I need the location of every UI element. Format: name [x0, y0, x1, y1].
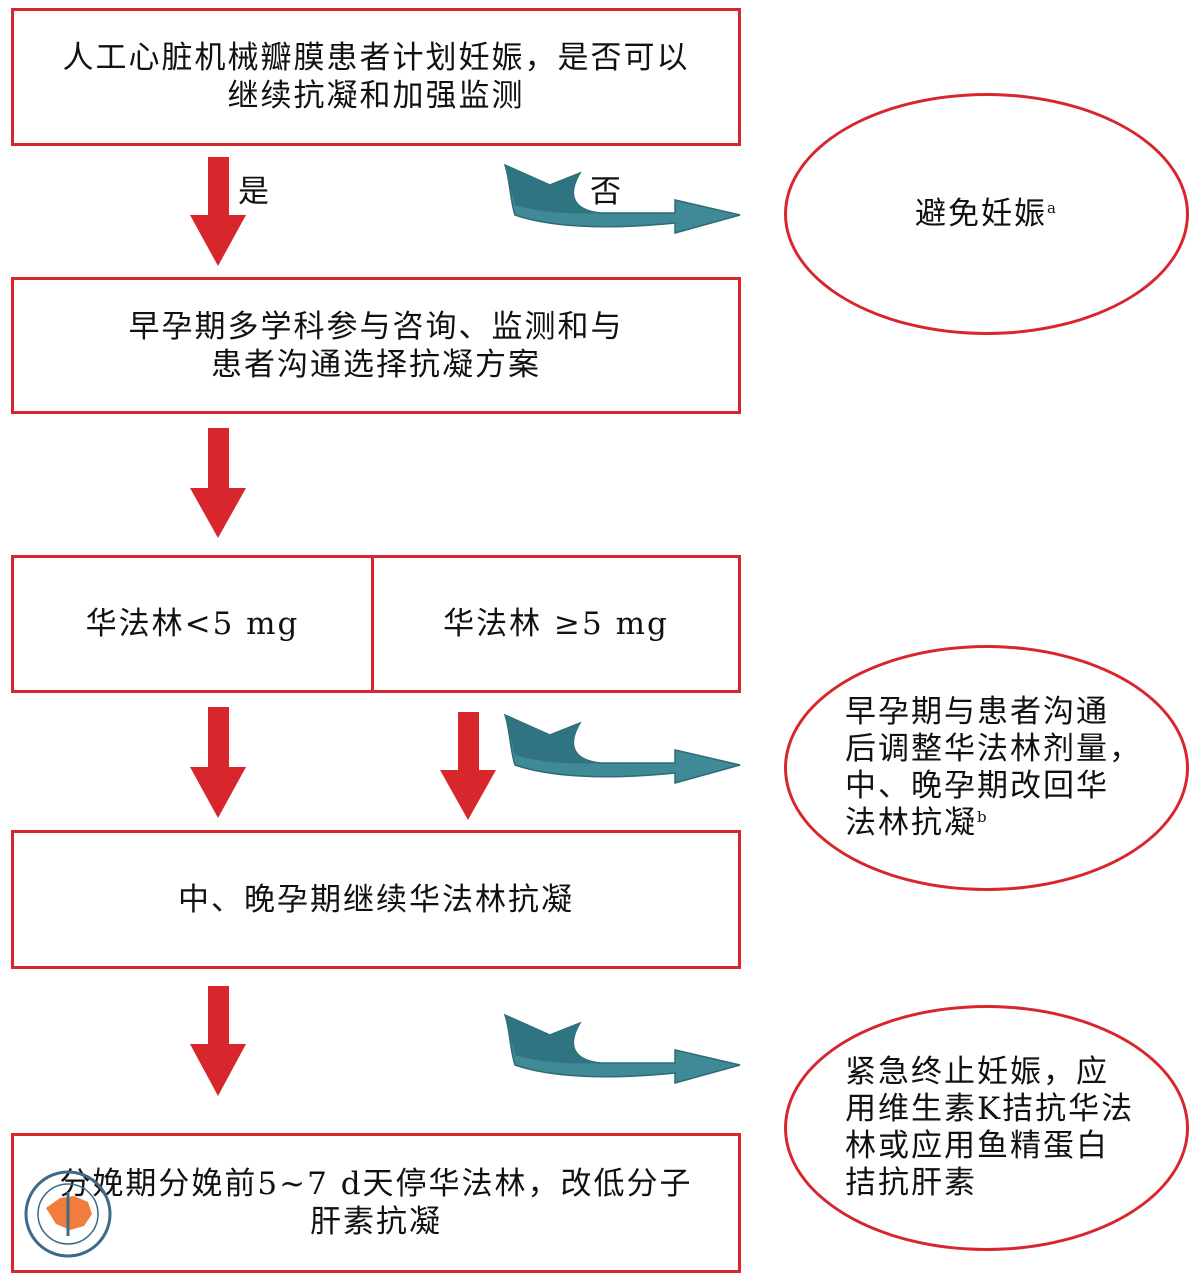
- cma-logo-watermark: [24, 1170, 112, 1258]
- box-warfarin-low: 华法林<5 mg: [11, 555, 374, 693]
- ellipse-text: 用维生素K拮抗华法: [845, 1091, 1135, 1127]
- label-yes: 是: [238, 174, 269, 210]
- box-text: 人工心脏机械瓣膜患者计划妊娠，是否可以: [62, 40, 690, 76]
- box-text: 患者沟通选择抗凝方案: [211, 346, 541, 383]
- red-arrow-3: [190, 707, 246, 818]
- red-arrow-4: [440, 712, 496, 820]
- footnote-marker: a: [1047, 198, 1058, 217]
- ellipse-text: 法林抗凝: [845, 805, 977, 841]
- box-warfarin-high: 华法林 ≥5 mg: [371, 555, 741, 693]
- box-text: 华法林<5 mg: [85, 606, 300, 642]
- box-text: 继续抗凝和加强监测: [227, 78, 525, 114]
- ellipse-avoid-pregnancy: 避免妊娠a: [784, 93, 1189, 335]
- box-early-consult: 早孕期多学科参与咨询、监测和与患者沟通选择抗凝方案: [11, 277, 741, 414]
- footnote-marker: b: [977, 808, 989, 826]
- box-mid-late-warfarin: 中、晚孕期继续华法林抗凝: [11, 830, 741, 969]
- red-arrow-5: [190, 986, 246, 1096]
- teal-arrow-2: [504, 714, 741, 784]
- box-delivery: 分娩期分娩前5~7 d天停华法林，改低分子肝素抗凝: [11, 1133, 741, 1273]
- ellipse-adjust-dose: 早孕期与患者沟通 后调整华法林剂量， 中、晚孕期改回华 法林抗凝b: [784, 645, 1189, 891]
- ellipse-text: 避免妊娠: [915, 195, 1048, 232]
- box-text: 肝素抗凝: [310, 1204, 442, 1240]
- ellipse-text: 拮抗肝素: [845, 1165, 977, 1201]
- ellipse-text: 早孕期与患者沟通: [845, 694, 1109, 730]
- box-text: 华法林 ≥5 mg: [443, 606, 669, 642]
- box-text: 中、晚孕期继续华法林抗凝: [178, 881, 574, 918]
- ellipse-text: 紧急终止妊娠，应: [845, 1054, 1109, 1090]
- red-arrow-2: [190, 428, 246, 538]
- ellipse-text: 林或应用鱼精蛋白: [845, 1128, 1109, 1164]
- ellipse-emergency: 紧急终止妊娠，应 用维生素K拮抗华法 林或应用鱼精蛋白 拮抗肝素: [784, 1005, 1189, 1251]
- ellipse-text: 中、晚孕期改回华: [845, 768, 1109, 804]
- red-arrow-1: [190, 157, 246, 266]
- teal-arrow-1: [504, 164, 741, 234]
- label-no: 否: [590, 174, 621, 210]
- box-pregnancy-plan: 人工心脏机械瓣膜患者计划妊娠，是否可以继续抗凝和加强监测: [11, 8, 741, 146]
- box-text: 早孕期多学科参与咨询、监测和与: [128, 308, 624, 345]
- ellipse-text: 后调整华法林剂量，: [845, 731, 1142, 767]
- teal-arrow-3: [504, 1014, 741, 1084]
- box-text: 分娩期分娩前5~7 d天停华法林，改低分子: [59, 1166, 693, 1202]
